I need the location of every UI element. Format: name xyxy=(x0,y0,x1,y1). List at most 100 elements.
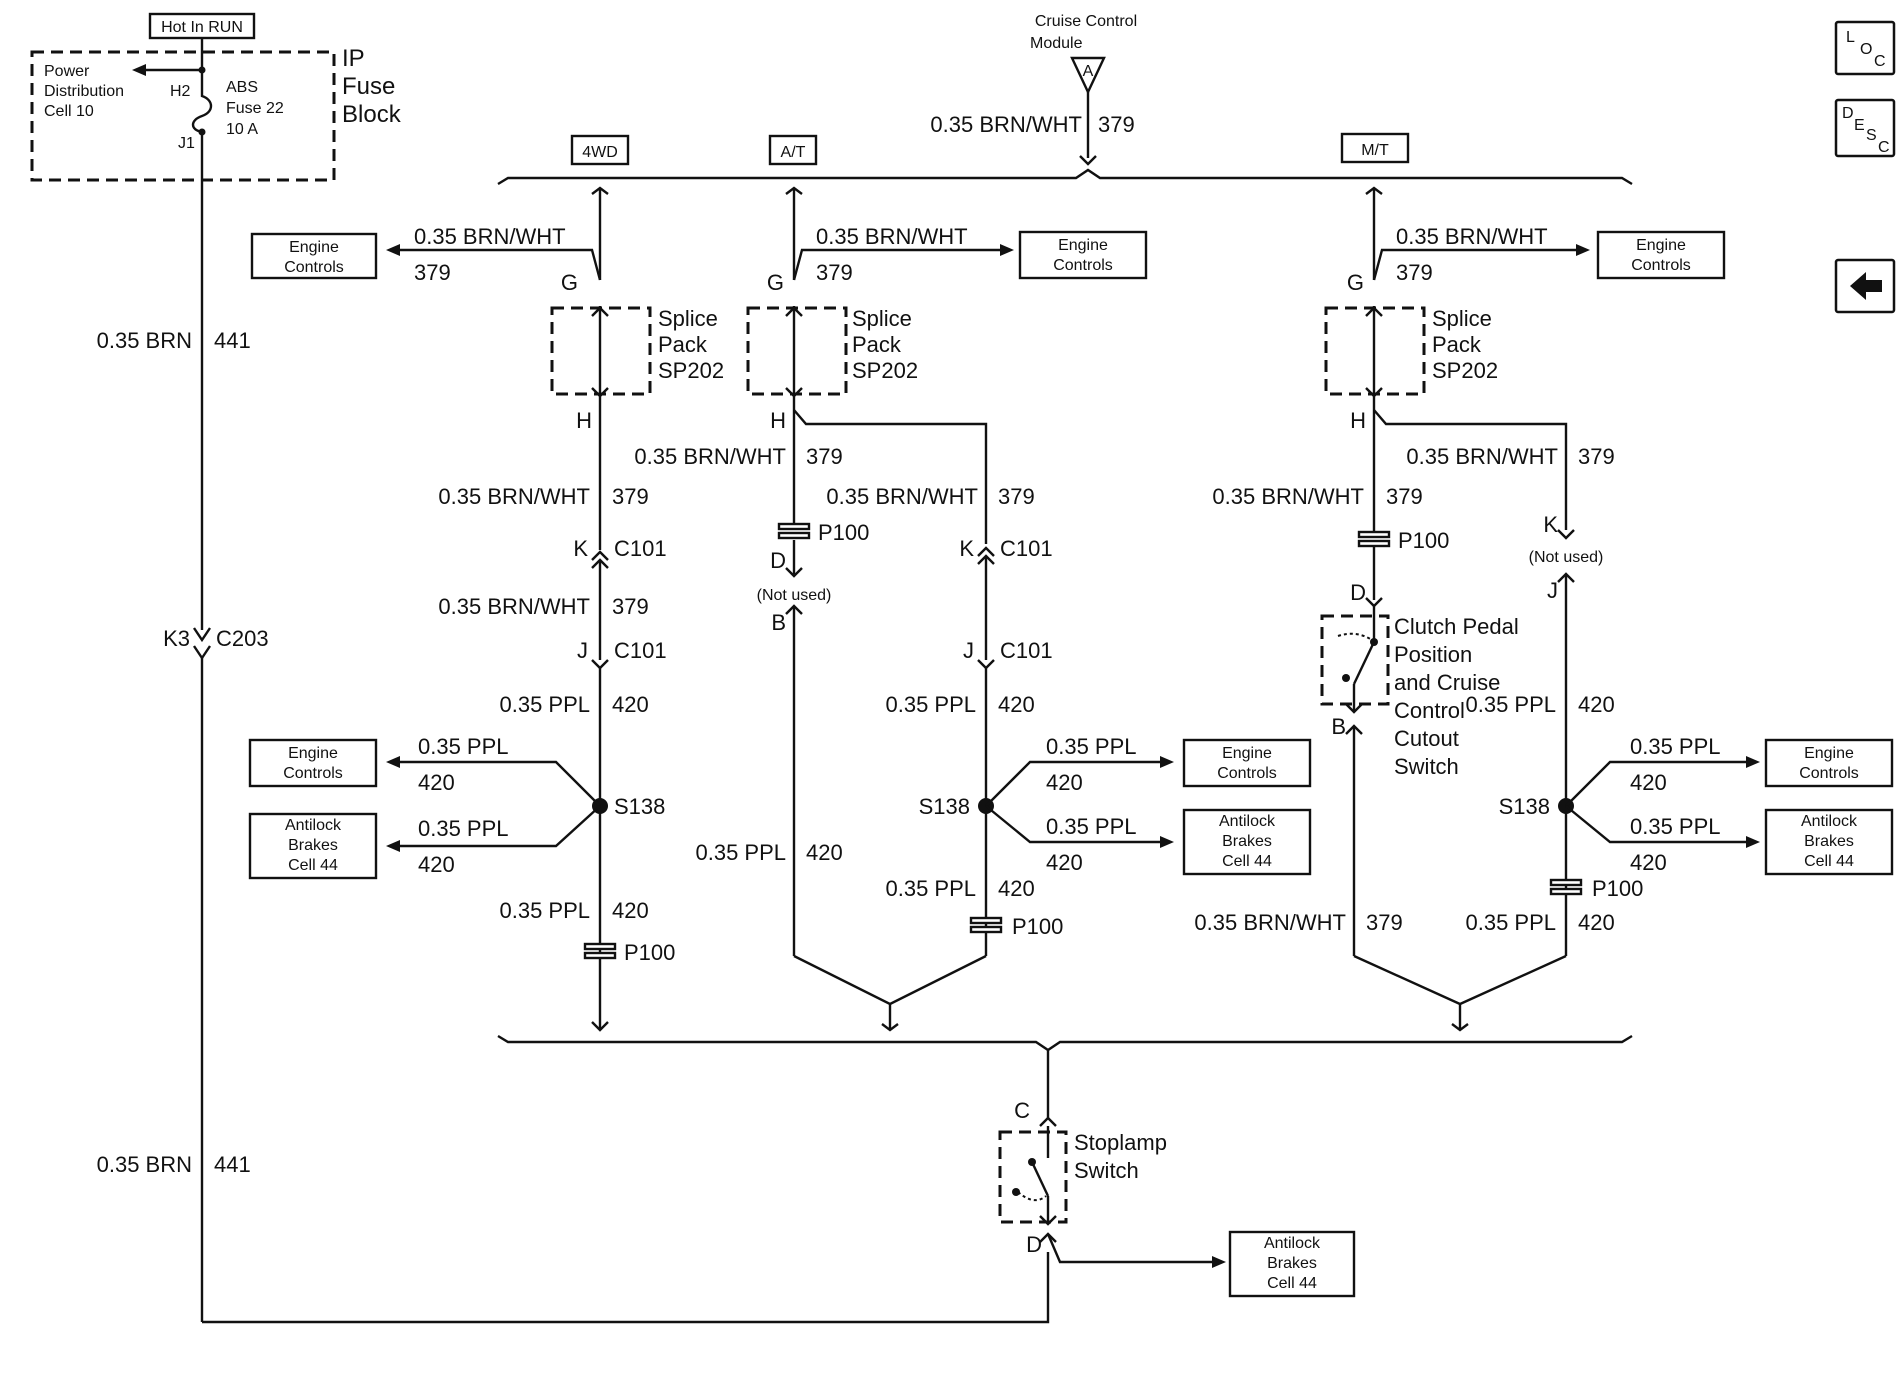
fuse-block-title-1: IP xyxy=(342,45,365,72)
mt-circuit-1: 379 xyxy=(1386,484,1423,509)
top-wire-circuit: 379 xyxy=(1098,112,1135,137)
at-splice-3: SP202 xyxy=(852,358,918,383)
brn-circuit-lower: 441 xyxy=(214,1152,251,1177)
mt-engine-controls-box-2 xyxy=(1764,738,1894,788)
4wd-circuit-2: 379 xyxy=(612,594,649,619)
mt-gauge-1: 0.35 BRN/WHT xyxy=(1212,484,1364,509)
stoplamp-abs-label-1: Antilock xyxy=(1264,1235,1321,1252)
at-p100: P100 xyxy=(818,520,869,545)
stoplamp-label-1: Stoplamp xyxy=(1074,1130,1167,1155)
4wd-ec-label-1: Engine xyxy=(289,239,339,256)
option-4wd: 4WD xyxy=(582,144,618,161)
abs-fuse-22 xyxy=(191,70,213,150)
at-ec2-gauge: 0.35 PPL xyxy=(1046,734,1137,759)
option-mt-box xyxy=(1340,132,1410,164)
desc-s: S xyxy=(1866,127,1877,144)
mt-pin-j: J xyxy=(1547,578,1558,603)
c203-label: C203 xyxy=(216,626,269,651)
bottom-option-bracket xyxy=(497,1034,1633,1052)
at-splice-pack xyxy=(746,306,848,396)
top-wire-gauge: 0.35 BRN/WHT xyxy=(930,112,1082,137)
pin-h2: H2 xyxy=(170,83,191,100)
mt-abs-label-1: Antilock xyxy=(1801,813,1858,830)
at-ec-gauge: 0.35 BRN/WHT xyxy=(816,224,968,249)
stoplamp-pin-c: C xyxy=(1014,1098,1030,1123)
at-abs-label-1: Antilock xyxy=(1219,813,1276,830)
4wd-p100: P100 xyxy=(624,940,675,965)
desc-d: D xyxy=(1842,105,1854,122)
at-pin-g: G xyxy=(767,270,784,295)
mt-p100: P100 xyxy=(1398,528,1449,553)
power-dist-1: Power xyxy=(44,63,90,80)
4wd-splice-1: Splice xyxy=(658,306,718,331)
4wd-abs-label-2: Brakes xyxy=(288,837,338,854)
option-4wd-box xyxy=(570,134,630,166)
at-gauge-3: 0.35 PPL xyxy=(885,692,976,717)
mt-splice-2: Pack xyxy=(1432,332,1482,357)
4wd-engine-controls-box xyxy=(250,232,378,280)
4wd-pin-j: J xyxy=(577,638,588,663)
mt-abs-label-2: Brakes xyxy=(1804,833,1854,850)
mt-abs-circuit: 420 xyxy=(1630,850,1667,875)
4wd-pin-g: G xyxy=(561,270,578,295)
cruise-module-label-2: Module xyxy=(1030,35,1083,52)
at-abs-label-2: Brakes xyxy=(1222,833,1272,850)
clutch-label-2: Position xyxy=(1394,642,1472,667)
at-c101-a: C101 xyxy=(1000,536,1053,561)
4wd-splice-2: Pack xyxy=(658,332,708,357)
mt-gauge-2: 0.35 BRN/WHT xyxy=(1406,444,1558,469)
4wd-ec-label-2: Controls xyxy=(284,259,344,276)
pin-k3: K3 xyxy=(163,626,190,651)
desc-button[interactable]: D E S C xyxy=(1834,98,1896,158)
4wd-gauge-2: 0.35 BRN/WHT xyxy=(438,594,590,619)
4wd-c101-a: C101 xyxy=(614,536,667,561)
stoplamp-label-2: Switch xyxy=(1074,1158,1139,1183)
option-mt: M/T xyxy=(1361,142,1389,159)
4wd-s138: S138 xyxy=(614,794,665,819)
clutch-label-1: Clutch Pedal xyxy=(1394,614,1519,639)
mt-ec2-circuit: 420 xyxy=(1630,770,1667,795)
mt-antilock-box xyxy=(1764,808,1894,876)
mt-circuit-4: 420 xyxy=(1578,910,1615,935)
at-pin-d: D xyxy=(770,548,786,573)
at-pin-j: J xyxy=(963,638,974,663)
clutch-label-4: Control xyxy=(1394,698,1465,723)
at-circuit-4: 420 xyxy=(998,876,1035,901)
4wd-abs-circuit: 420 xyxy=(418,852,455,877)
4wd-circuit-4: 420 xyxy=(612,898,649,923)
loc-button[interactable]: L O C xyxy=(1834,20,1896,76)
brn-gauge-lower: 0.35 BRN xyxy=(97,1152,192,1177)
at-ec-label-2: Controls xyxy=(1053,257,1113,274)
top-option-bracket xyxy=(497,168,1633,186)
brn-circuit-upper: 441 xyxy=(214,328,251,353)
at-c101-b: C101 xyxy=(1000,638,1053,663)
back-button[interactable] xyxy=(1834,258,1896,314)
pin-j1: J1 xyxy=(178,135,195,152)
loc-o: O xyxy=(1860,41,1872,58)
mt-gauge-4: 0.35 PPL xyxy=(1465,910,1556,935)
desc-c: C xyxy=(1878,139,1890,156)
mt-pin-k: K xyxy=(1543,512,1558,537)
4wd-antilock-box xyxy=(248,812,378,880)
hot-in-run-label: Hot In RUN xyxy=(161,19,243,36)
mt-engine-controls-box xyxy=(1596,230,1726,280)
option-at: A/T xyxy=(781,144,806,161)
desc-e: E xyxy=(1854,117,1865,134)
mt-ec-label-1: Engine xyxy=(1636,237,1686,254)
clutch-label-5: Cutout xyxy=(1394,726,1459,751)
stoplamp-antilock-box xyxy=(1228,1230,1356,1298)
fuse-block-title-2: Fuse xyxy=(342,73,395,100)
brn-gauge-upper: 0.35 BRN xyxy=(97,328,192,353)
at-abs-gauge: 0.35 PPL xyxy=(1046,814,1137,839)
4wd-abs-label-3: Cell 44 xyxy=(288,857,338,874)
at-abs-circuit: 420 xyxy=(1046,850,1083,875)
4wd-ec-gauge: 0.35 BRN/WHT xyxy=(414,224,566,249)
at-circuit-2: 379 xyxy=(998,484,1035,509)
at-not-used: (Not used) xyxy=(757,587,832,604)
fuse-block-outline xyxy=(30,50,336,182)
at-ec-circuit: 379 xyxy=(816,260,853,285)
fuse-block-title-3: Block xyxy=(342,101,402,128)
mt-ec2-label-2: Controls xyxy=(1799,765,1859,782)
mt-ec-circuit: 379 xyxy=(1396,260,1433,285)
